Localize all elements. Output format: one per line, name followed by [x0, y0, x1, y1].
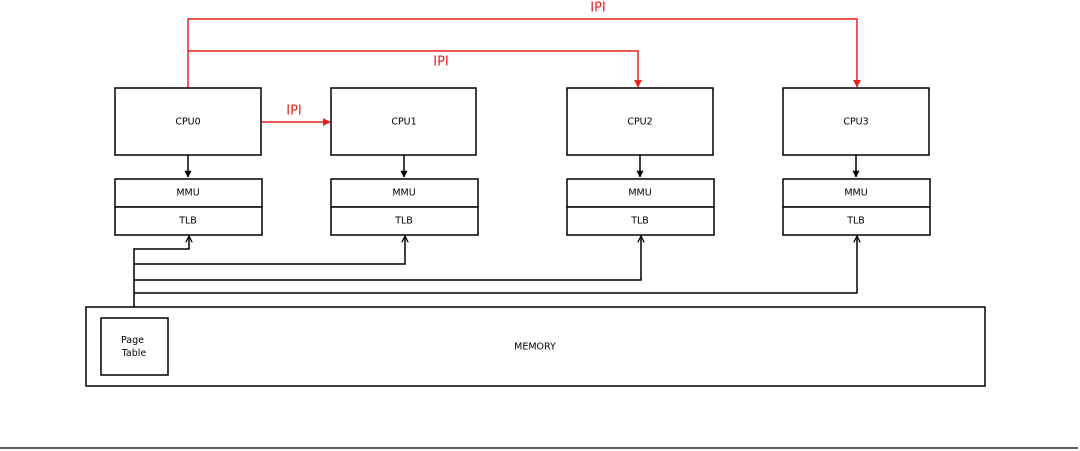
cpu-group-1: CPU1 MMU TLB [330, 87, 479, 236]
tlb-box [114, 206, 263, 236]
cpu-box [782, 87, 930, 156]
ipi-label-cpu2: IPI [433, 55, 449, 70]
tlb-label: TLB [178, 216, 197, 227]
page-table-label-line2: Table [121, 348, 147, 359]
ipi-label-cpu3: IPI [590, 1, 606, 16]
tlb-box [782, 206, 931, 236]
cpu-box [330, 87, 477, 156]
mmu-box [566, 178, 715, 208]
mmu-label: MMU [628, 188, 651, 199]
cpu-label: CPU1 [391, 117, 416, 128]
cpu-label: CPU2 [627, 117, 652, 128]
tlb-label: TLB [846, 216, 865, 227]
tlb-box [330, 206, 479, 236]
tlb-label: TLB [394, 216, 413, 227]
wire-to-tlb-2 [134, 236, 641, 281]
cpu-label: CPU3 [843, 117, 868, 128]
cpu-box [566, 87, 714, 156]
tlb-label: TLB [630, 216, 649, 227]
wire-to-tlb-1 [134, 236, 405, 265]
ipi-wire-cpu2 [188, 50, 642, 88]
ipi-label-cpu1: IPI [286, 104, 302, 119]
cpu-label: CPU0 [175, 117, 200, 128]
memory-group: MEMORY Page Table [85, 306, 986, 387]
mmu-label: MMU [176, 188, 199, 199]
page-table-label-line1: Page [121, 335, 144, 346]
cpu-group-0: CPU0 MMU TLB [114, 87, 263, 236]
tlb-box [566, 206, 715, 236]
ipi-wire-cpu3 [187, 18, 861, 88]
page-table-label: Page Table [121, 335, 147, 359]
memory-label: MEMORY [514, 342, 556, 353]
mmu-label: MMU [844, 188, 867, 199]
mmu-box [114, 178, 263, 208]
wire-to-tlb-3 [134, 236, 857, 294]
ipi-wires: IPI IPI IPI [187, 1, 861, 126]
mmu-box [782, 178, 931, 208]
mmu-label: MMU [392, 188, 415, 199]
wire-to-tlb-0 [133, 236, 189, 318]
cpu-group-3: CPU3 MMU TLB [782, 87, 931, 236]
memory-box [85, 306, 986, 387]
page-table-box [100, 317, 169, 376]
cpu-group-2: CPU2 MMU TLB [566, 87, 715, 236]
page-table-wires [133, 236, 857, 318]
